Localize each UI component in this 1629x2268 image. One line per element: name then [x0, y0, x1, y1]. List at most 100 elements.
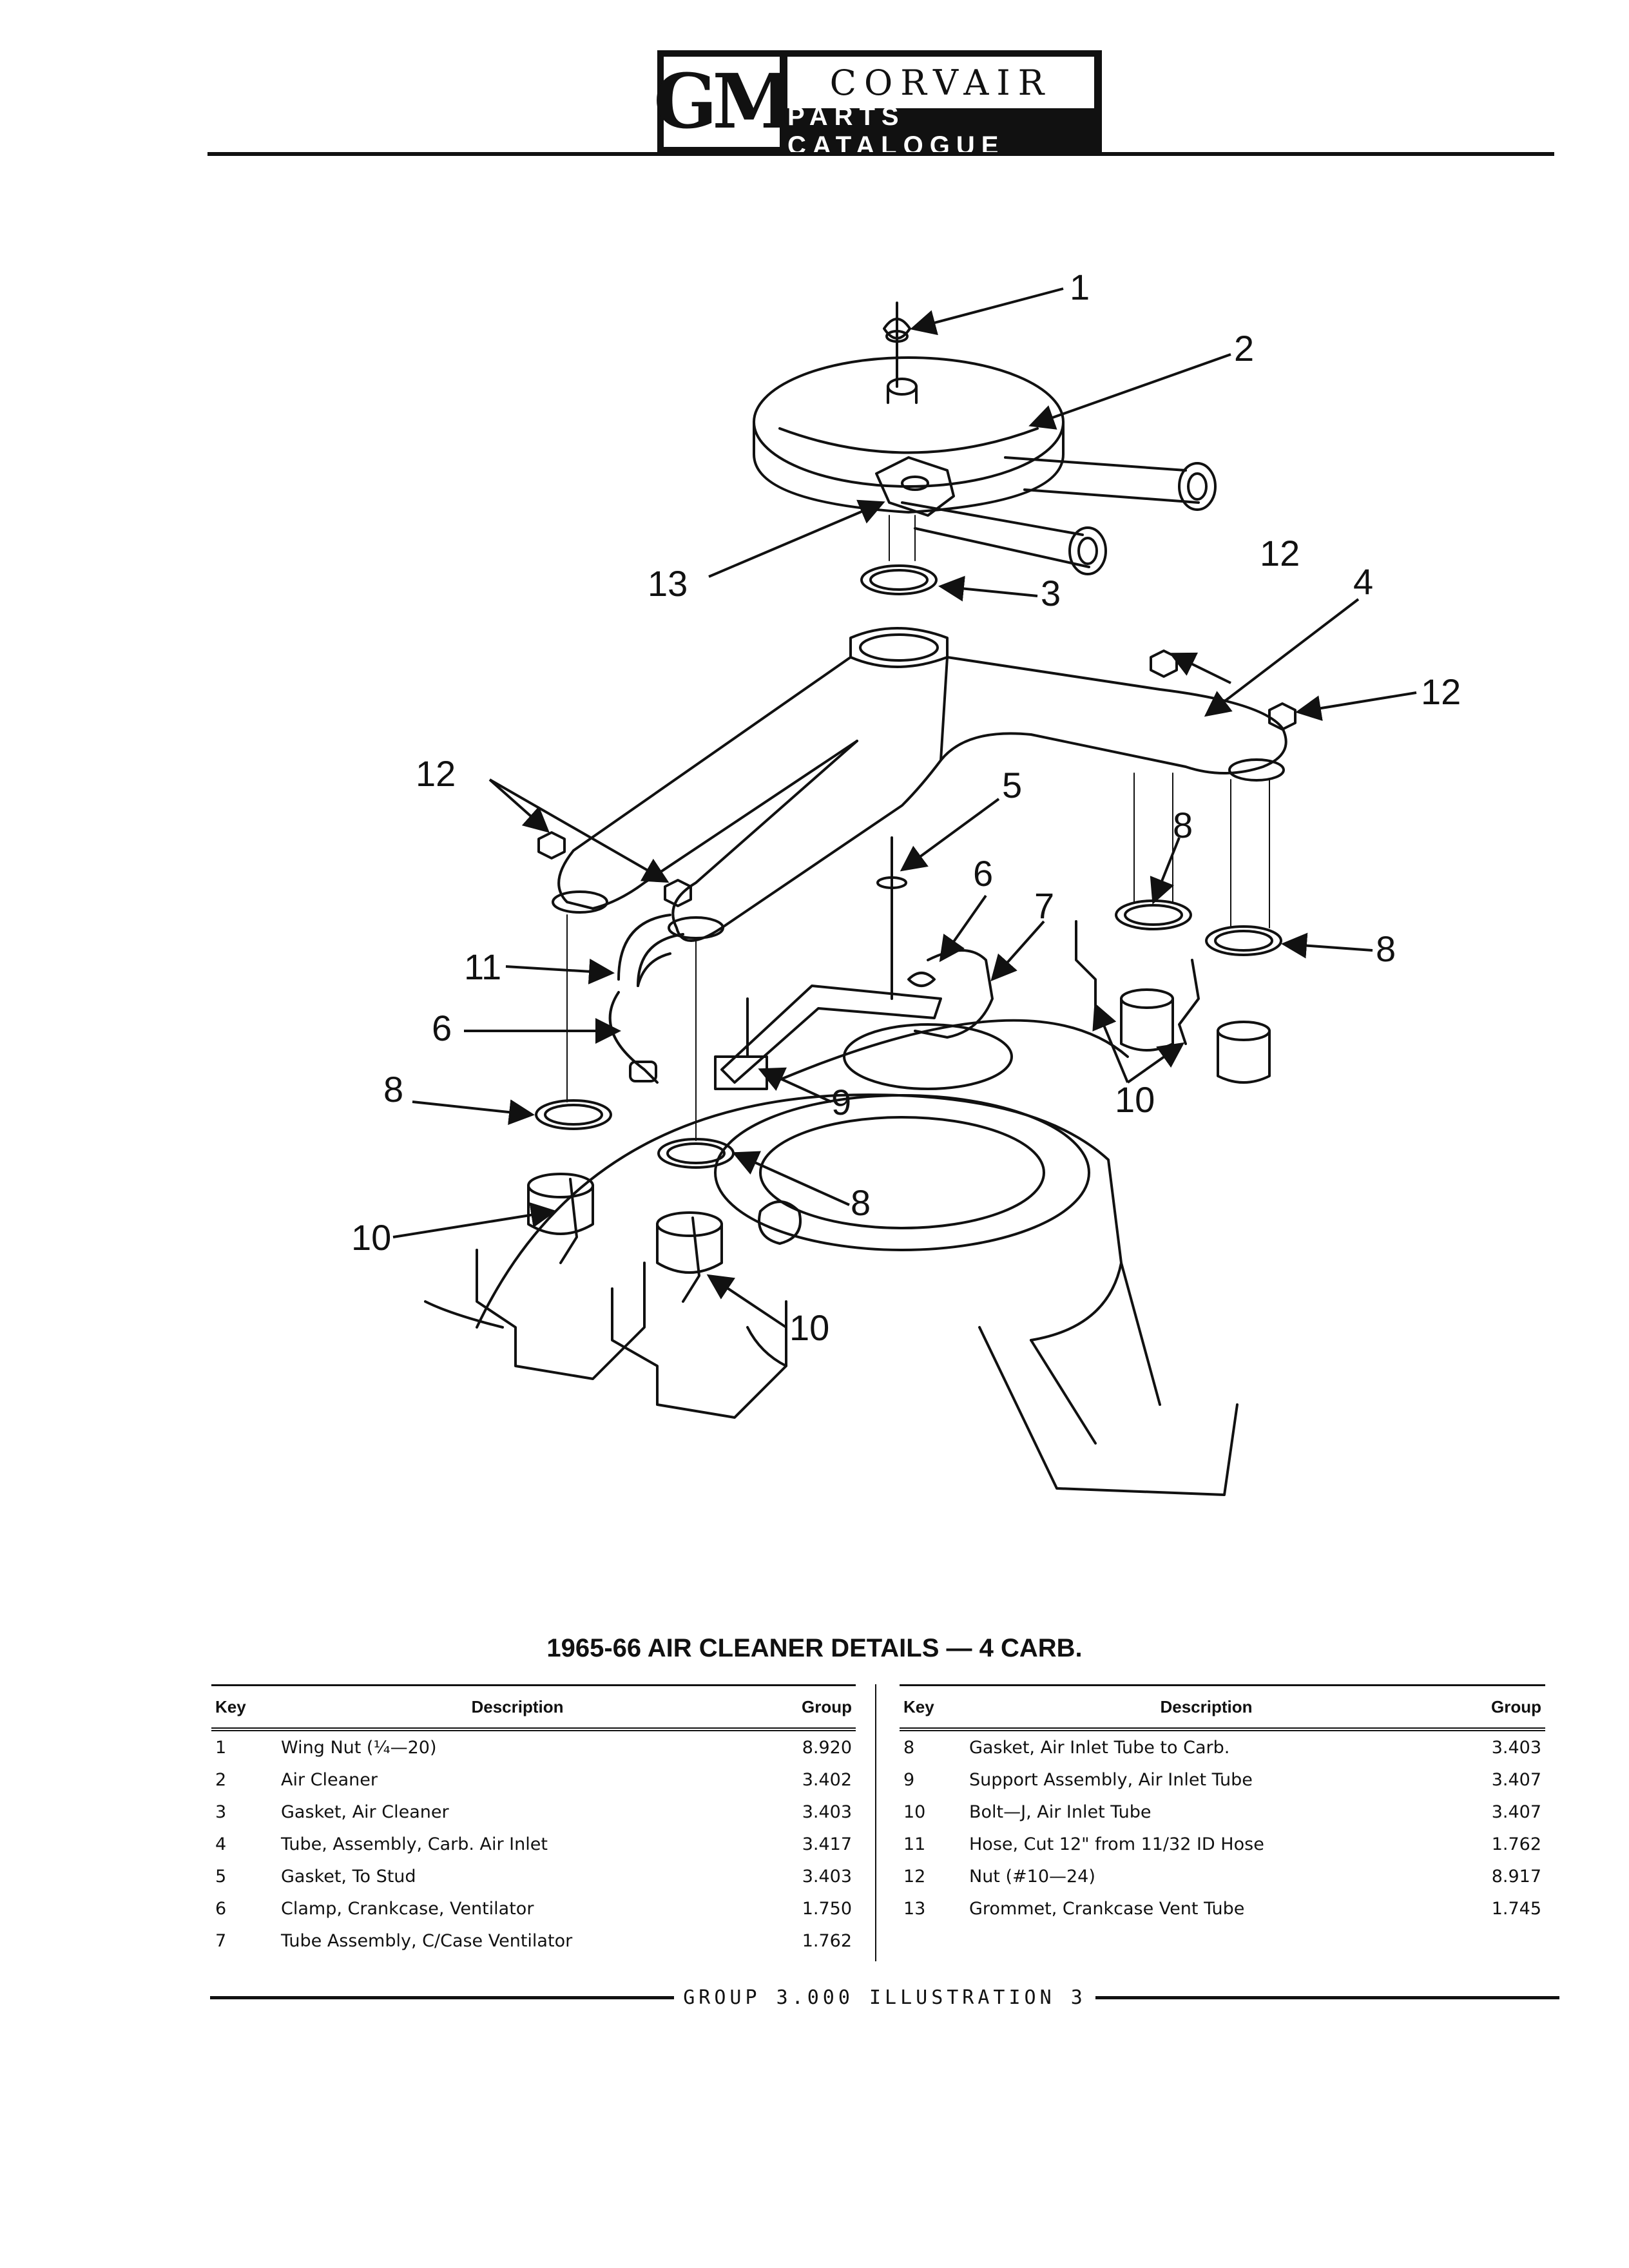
header-group: Group [1447, 1684, 1545, 1731]
callout-6b: 6 [432, 1008, 452, 1048]
table-title: 1965-66 AIR CLEANER DETAILS — 4 CARB. [546, 1634, 1083, 1662]
row-group: 3.407 [1491, 1802, 1541, 1822]
callout-2: 2 [1234, 328, 1254, 369]
row-group: 3.417 [802, 1834, 852, 1854]
brand-title: CORVAIR [787, 57, 1094, 108]
row-key: 5 [215, 1866, 227, 1887]
row-key: 9 [903, 1769, 915, 1790]
wing-nut [883, 302, 911, 388]
callout-12b: 12 [1421, 671, 1461, 712]
row-key: 12 [903, 1866, 926, 1887]
row-key: 3 [215, 1802, 227, 1822]
row-group: 1.762 [1491, 1834, 1541, 1854]
table-divider [875, 1684, 876, 1961]
table-row: 11 Hose, Cut 12" from 11/32 ID Hose 1.76… [900, 1828, 1545, 1860]
callout-10c: 10 [789, 1307, 829, 1348]
table-row: 8 Gasket, Air Inlet Tube to Carb. 3.403 [900, 1729, 1545, 1763]
table-row: 12 Nut (#10—24) 8.917 [900, 1860, 1545, 1892]
air-inlet-tube [552, 627, 1287, 942]
table-row: 4 Tube, Assembly, Carb. Air Inlet 3.417 [211, 1828, 856, 1860]
row-key: 2 [215, 1769, 227, 1790]
header-key: Key [211, 1684, 277, 1731]
header-description: Description [277, 1684, 758, 1731]
row-group: 1.745 [1491, 1898, 1541, 1919]
row-group: 3.407 [1491, 1769, 1541, 1790]
table-row: 7 Tube Assembly, C/Case Ventilator 1.762 [211, 1925, 856, 1957]
table-header-row: Key Description Group [900, 1684, 1545, 1731]
row-key: 10 [903, 1802, 926, 1822]
callout-4: 4 [1353, 561, 1373, 602]
exploded-diagram: 1 2 3 4 5 6 6 7 8 8 8 8 9 10 10 10 11 12… [0, 168, 1629, 1546]
row-description: Tube, Assembly, Carb. Air Inlet [281, 1834, 548, 1854]
row-key: 11 [903, 1834, 926, 1854]
callout-8a: 8 [1173, 805, 1193, 845]
row-description: Bolt—J, Air Inlet Tube [969, 1802, 1152, 1822]
footer-rule-right [1095, 1995, 1560, 1999]
table-row: 10 Bolt—J, Air Inlet Tube 3.407 [900, 1796, 1545, 1828]
left-carbs [424, 1099, 802, 1419]
row-group: 8.917 [1491, 1866, 1541, 1887]
callout-labels: 1 2 3 4 5 6 6 7 8 8 8 8 9 10 10 10 11 12… [351, 267, 1461, 1348]
row-description: Hose, Cut 12" from 11/32 ID Hose [969, 1834, 1264, 1854]
parts-table-right: Key Description Group 8 Gasket, Air Inle… [900, 1684, 1545, 1925]
callout-7: 7 [1034, 885, 1054, 926]
callout-9: 9 [831, 1082, 851, 1122]
air-cleaner [753, 356, 1217, 575]
row-description: Support Assembly, Air Inlet Tube [969, 1769, 1253, 1790]
callout-5: 5 [1002, 765, 1022, 805]
page-footer: GROUP 3.000 ILLUSTRATION 3 [210, 1984, 1560, 2010]
row-key: 13 [903, 1898, 926, 1919]
callout-10a: 10 [1115, 1079, 1155, 1120]
callout-11: 11 [464, 947, 501, 987]
table-row: 9 Support Assembly, Air Inlet Tube 3.407 [900, 1763, 1545, 1796]
row-description: Nut (#10—24) [969, 1866, 1095, 1887]
hose [617, 914, 684, 987]
parts-table-left: Key Description Group 1 Wing Nut (¼—20) … [211, 1684, 856, 1957]
header-group: Group [758, 1684, 856, 1731]
table-row: 5 Gasket, To Stud 3.403 [211, 1860, 856, 1892]
header-description: Description [965, 1684, 1447, 1731]
table-header-row: Key Description Group [211, 1684, 856, 1731]
row-key: 7 [215, 1930, 227, 1951]
table-row: 6 Clamp, Crankcase, Ventilator 1.750 [211, 1892, 856, 1925]
callout-13: 13 [648, 563, 688, 604]
row-key: 1 [215, 1737, 227, 1758]
catalogue-subtitle: PARTS CATALOGUE [787, 102, 1005, 160]
row-group: 3.403 [1491, 1737, 1541, 1758]
row-description: Tube Assembly, C/Case Ventilator [281, 1930, 573, 1951]
row-description: Clamp, Crankcase, Ventilator [281, 1898, 534, 1919]
row-group: 3.403 [802, 1866, 852, 1887]
row-group: 3.403 [802, 1802, 852, 1822]
row-description: Gasket, To Stud [281, 1866, 416, 1887]
header-key: Key [900, 1684, 965, 1731]
table-row: 13 Grommet, Crankcase Vent Tube 1.745 [900, 1892, 1545, 1925]
row-description: Gasket, Air Cleaner [281, 1802, 449, 1822]
footer-rule-left [210, 1995, 675, 1999]
callout-1: 1 [1070, 267, 1090, 307]
air-inlet-support [714, 985, 942, 1090]
row-description: Air Cleaner [281, 1769, 378, 1790]
row-group: 1.750 [802, 1898, 852, 1919]
callout-3: 3 [1041, 573, 1061, 613]
callout-12a: 12 [1260, 533, 1300, 573]
callout-8c: 8 [383, 1069, 403, 1110]
table-row: 1 Wing Nut (¼—20) 8.920 [211, 1729, 856, 1763]
table-row: 3 Gasket, Air Cleaner 3.403 [211, 1796, 856, 1828]
row-group: 1.762 [802, 1930, 852, 1951]
table-row: 2 Air Cleaner 3.402 [211, 1763, 856, 1796]
gm-logo: GM [653, 57, 795, 147]
row-group: 8.920 [802, 1737, 852, 1758]
callout-12c: 12 [416, 753, 456, 794]
guide-lines [566, 515, 1270, 1141]
callout-6a: 6 [973, 853, 993, 894]
callout-10b: 10 [351, 1217, 391, 1258]
row-key: 4 [215, 1834, 227, 1854]
row-description: Gasket, Air Inlet Tube to Carb. [969, 1737, 1230, 1758]
stud-and-gasket [876, 836, 907, 1000]
leader-lines [392, 287, 1417, 1329]
callout-8b: 8 [1376, 928, 1396, 969]
callout-8d: 8 [851, 1182, 871, 1223]
row-group: 3.402 [802, 1769, 852, 1790]
row-description: Grommet, Crankcase Vent Tube [969, 1898, 1245, 1919]
header-rule [207, 152, 1554, 156]
